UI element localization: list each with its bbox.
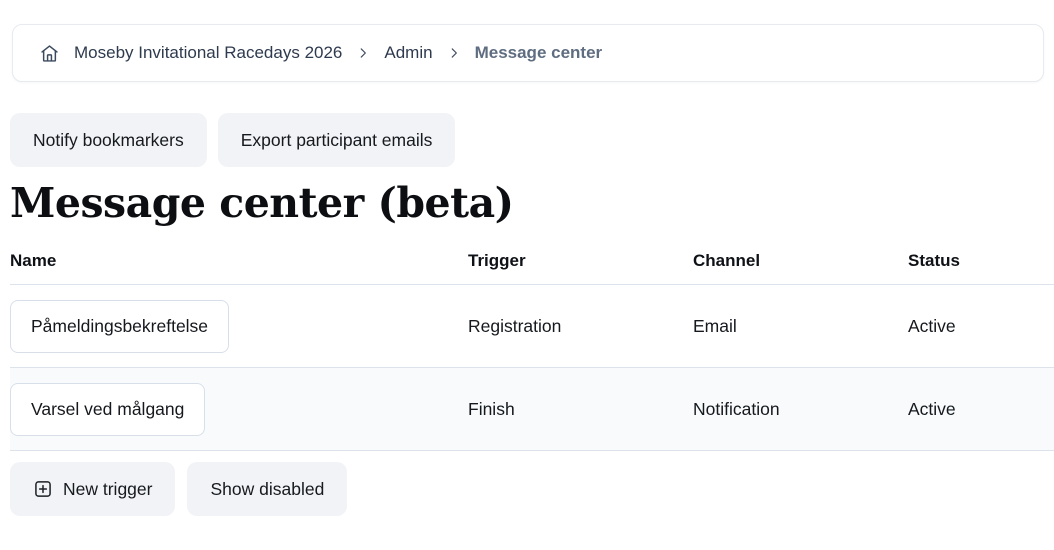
trigger-cell: Registration <box>468 315 562 336</box>
export-participant-emails-button[interactable]: Export participant emails <box>217 113 456 167</box>
chevron-right-icon <box>356 46 370 60</box>
trigger-name-button[interactable]: Varsel ved målgang <box>10 382 206 436</box>
breadcrumb-item-event[interactable]: Moseby Invitational Racedays 2026 <box>74 43 343 62</box>
trigger-cell: Finish <box>468 398 515 419</box>
footer-actions: New trigger Show disabled <box>10 462 1044 516</box>
page-title: Message center (beta) <box>10 179 514 227</box>
status-cell: Active <box>908 315 956 336</box>
table-row: Påmeldingsbekreftelse Registration Email… <box>10 285 1054 368</box>
breadcrumb: Moseby Invitational Racedays 2026 Admin … <box>12 24 1044 82</box>
notify-bookmarkers-button[interactable]: Notify bookmarkers <box>10 113 207 167</box>
trigger-name-button[interactable]: Påmeldingsbekreftelse <box>10 299 230 353</box>
column-header-name: Name <box>10 251 57 270</box>
chevron-right-icon <box>447 46 461 60</box>
status-cell: Active <box>908 398 956 419</box>
breadcrumb-item-message-center: Message center <box>474 43 603 62</box>
breadcrumb-item-admin[interactable]: Admin <box>384 43 433 62</box>
table-header-row: Name Trigger Channel Status <box>10 232 1054 285</box>
column-header-channel: Channel <box>693 251 761 270</box>
home-icon[interactable] <box>39 43 60 64</box>
table-row: Varsel ved målgang Finish Notification A… <box>10 368 1054 451</box>
channel-cell: Email <box>693 315 737 336</box>
new-trigger-label: New trigger <box>63 478 153 499</box>
show-disabled-button[interactable]: Show disabled <box>187 462 348 516</box>
toolbar: Notify bookmarkers Export participant em… <box>10 113 1044 167</box>
new-trigger-button[interactable]: New trigger <box>10 462 176 516</box>
column-header-status: Status <box>908 251 960 270</box>
plus-square-icon <box>33 479 53 499</box>
column-header-trigger: Trigger <box>468 251 526 270</box>
channel-cell: Notification <box>693 398 780 419</box>
message-triggers-table: Name Trigger Channel Status Påmeldingsbe… <box>10 232 1054 451</box>
